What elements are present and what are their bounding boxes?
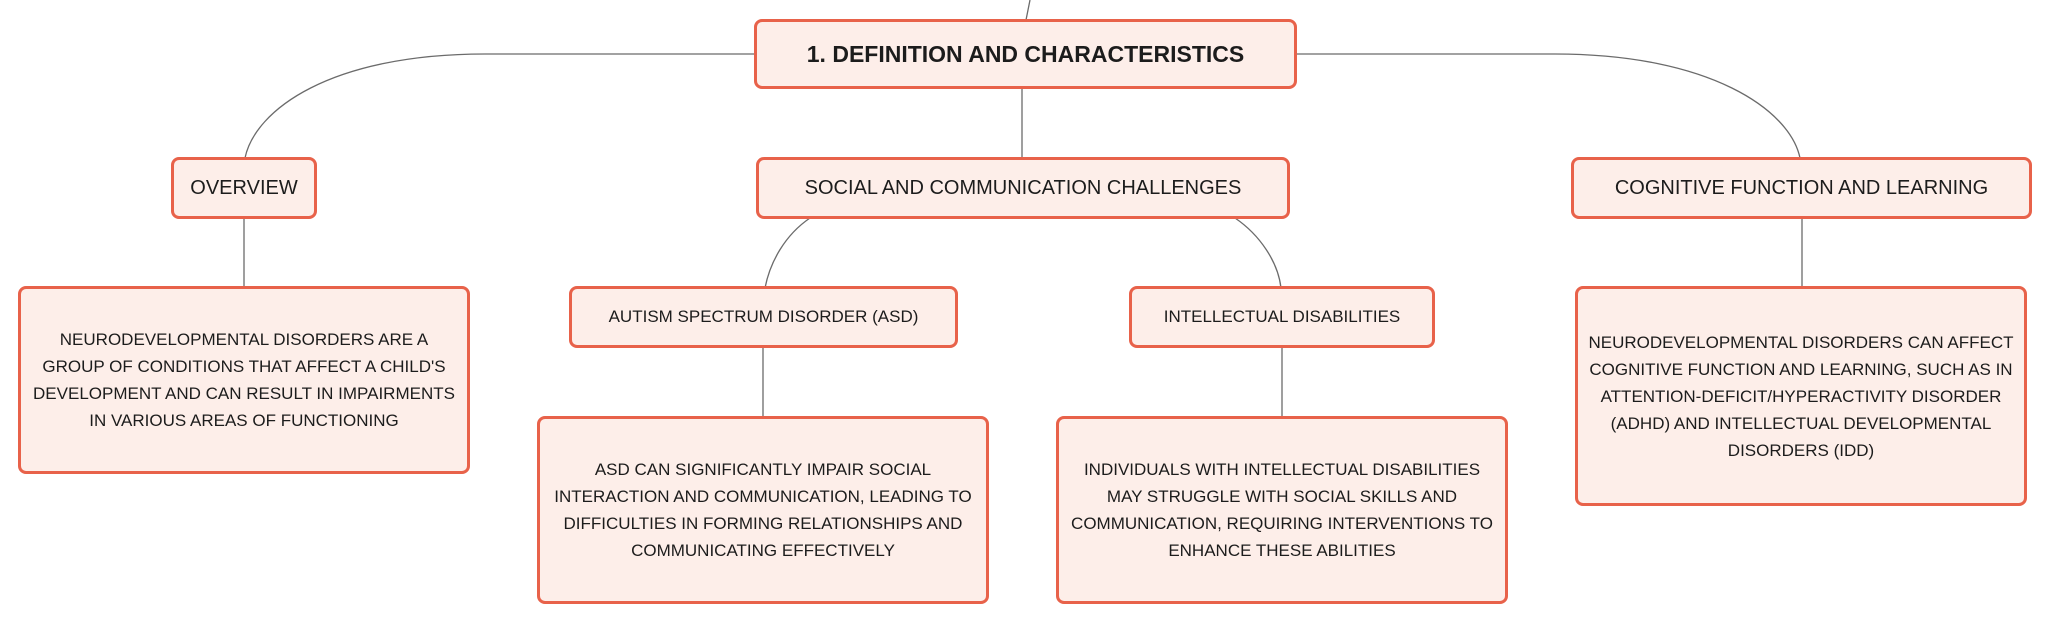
overview-detail-node[interactable]: NEURODEVELOPMENTAL DISORDERS ARE A GROUP… (18, 286, 470, 474)
intellectual-disabilities-detail-text: INDIVIDUALS WITH INTELLECTUAL DISABILITI… (1071, 460, 1493, 560)
topic-overview-node[interactable]: OVERVIEW (171, 157, 317, 219)
connector-social-intellectual (1234, 217, 1282, 289)
cognitive-detail-node[interactable]: NEURODEVELOPMENTAL DISORDERS CAN AFFECT … (1575, 286, 2027, 506)
connector-root-overview (244, 53, 755, 159)
subtopic-intellectual-disabilities-label: INTELLECTUAL DISABILITIES (1163, 307, 1401, 326)
connector-root-cognitive (1296, 53, 1801, 159)
topic-cognitive-learning-node[interactable]: COGNITIVE FUNCTION AND LEARNING (1571, 157, 2032, 219)
subtopic-asd-label: AUTISM SPECTRUM DISORDER (ASD) (608, 307, 919, 326)
connector-social-asd (764, 217, 811, 289)
asd-detail-node[interactable]: ASD CAN SIGNIFICANTLY IMPAIR SOCIAL INTE… (537, 416, 989, 604)
intellectual-disabilities-detail-node[interactable]: INDIVIDUALS WITH INTELLECTUAL DISABILITI… (1056, 416, 1508, 604)
overview-detail-text: NEURODEVELOPMENTAL DISORDERS ARE A GROUP… (33, 330, 455, 430)
asd-detail-text: ASD CAN SIGNIFICANTLY IMPAIR SOCIAL INTE… (554, 460, 972, 560)
subtopic-intellectual-disabilities-node[interactable]: INTELLECTUAL DISABILITIES (1129, 286, 1435, 348)
topic-social-communication-label: SOCIAL AND COMMUNICATION CHALLENGES (804, 176, 1242, 199)
subtopic-asd-node[interactable]: AUTISM SPECTRUM DISORDER (ASD) (569, 286, 958, 348)
root-topic-label: 1. DEFINITION AND CHARACTERISTICS (806, 40, 1245, 67)
root-topic-node[interactable]: 1. DEFINITION AND CHARACTERISTICS (754, 19, 1297, 89)
topic-social-communication-node[interactable]: SOCIAL AND COMMUNICATION CHALLENGES (756, 157, 1290, 219)
topic-overview-label: OVERVIEW (190, 176, 298, 199)
cognitive-detail-text: NEURODEVELOPMENTAL DISORDERS CAN AFFECT … (1588, 332, 2014, 460)
topic-cognitive-learning-label: COGNITIVE FUNCTION AND LEARNING (1614, 176, 1989, 199)
connector-to-parent (1025, 0, 1031, 21)
